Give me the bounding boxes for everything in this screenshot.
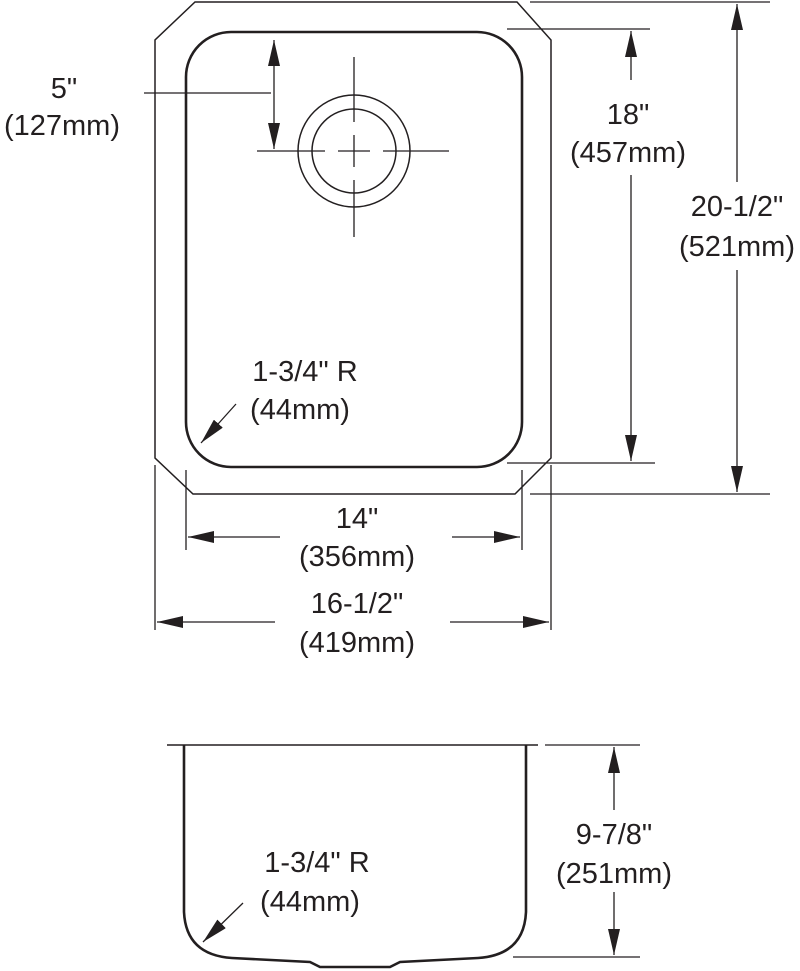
bowl-width-imperial: 14"	[336, 503, 379, 535]
overall-width-imperial: 16-1/2"	[311, 588, 404, 620]
bowl-width-dimension: 14" (356mm)	[185, 470, 523, 573]
sink-flange-outline	[154, 1, 552, 495]
overall-length-dimension: 20-1/2" (521mm)	[530, 1, 795, 495]
overall-width-dimension: 16-1/2" (419mm)	[154, 465, 552, 659]
depth-dimension: 9-7/8" (251mm)	[513, 744, 672, 958]
side-corner-radius-callout: 1-3/4" R (44mm)	[202, 847, 370, 943]
overall-length-metric: (521mm)	[679, 231, 795, 263]
drain-offset-imperial: 5"	[51, 73, 77, 105]
depth-imperial: 9-7/8"	[576, 819, 652, 851]
side-corner-radius-metric: (44mm)	[260, 886, 360, 918]
side-corner-radius-imperial: 1-3/4" R	[264, 847, 369, 879]
bowl-outline	[184, 30, 524, 469]
bowl-length-metric: (457mm)	[570, 137, 686, 169]
depth-metric: (251mm)	[556, 858, 672, 890]
drain-offset-dimension: 5" (127mm)	[4, 40, 280, 149]
bowl-length-imperial: 18"	[607, 99, 650, 131]
bowl-length-dimension: 18" (457mm)	[507, 28, 686, 464]
top-view: 5" (127mm) 18" (457mm) 20-1/2" (521mm) 1…	[4, 1, 795, 659]
corner-radius-imperial: 1-3/4" R	[252, 356, 357, 388]
drain-offset-metric: (127mm)	[4, 110, 120, 142]
drain-centerline	[257, 57, 449, 237]
bowl-width-metric: (356mm)	[299, 541, 415, 573]
corner-radius-metric: (44mm)	[250, 394, 350, 426]
side-view: 9-7/8" (251mm) 1-3/4" R (44mm)	[167, 744, 672, 969]
corner-radius-callout: 1-3/4" R (44mm)	[200, 356, 358, 444]
overall-width-metric: (419mm)	[299, 627, 415, 659]
overall-length-imperial: 20-1/2"	[691, 191, 784, 223]
side-bowl-outline	[182, 745, 528, 969]
